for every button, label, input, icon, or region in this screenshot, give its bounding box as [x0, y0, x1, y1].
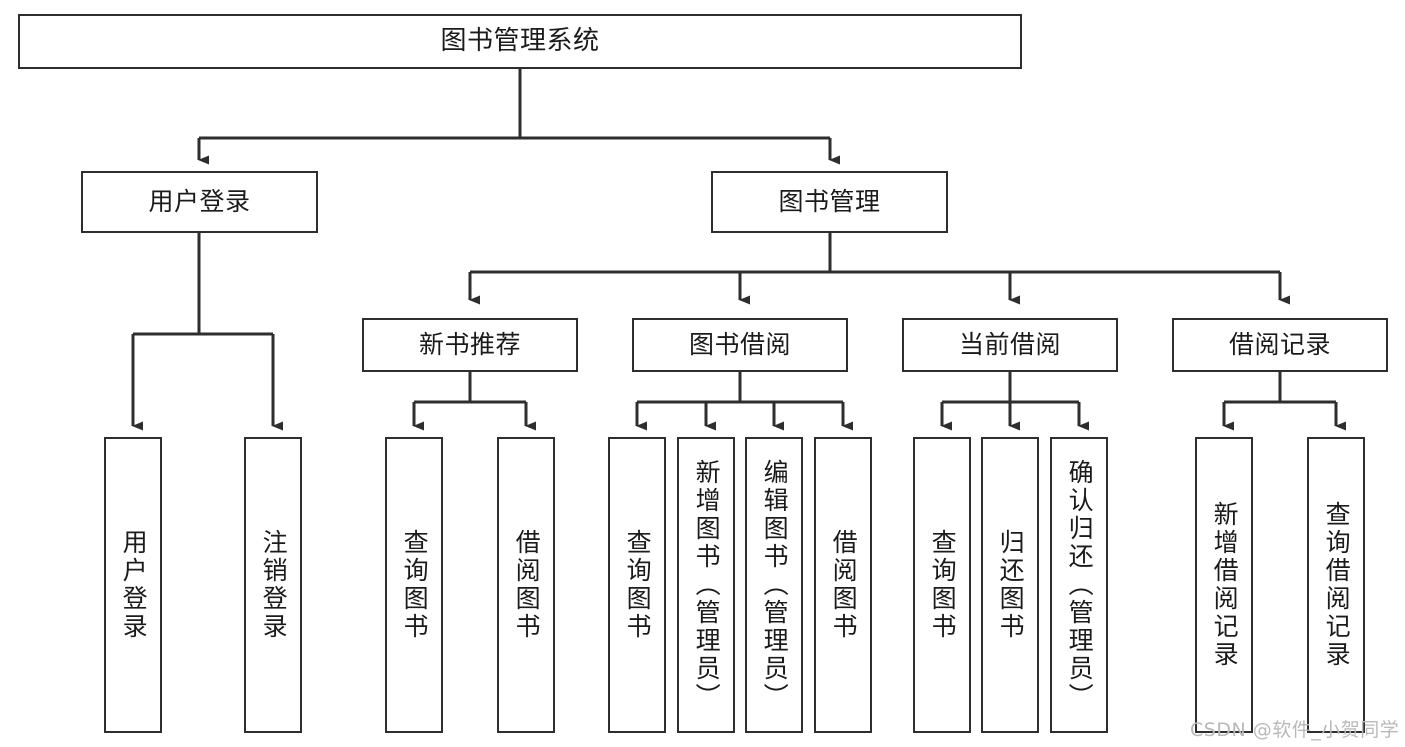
node-user-login[interactable]: 用户登录 [81, 171, 318, 233]
leaf-user-login[interactable]: 用户登录 [104, 437, 162, 733]
node-label: 当前借阅 [958, 330, 1061, 360]
node-label: 查询图书 [928, 529, 958, 641]
node-label: 确认归还（管理员） [1065, 459, 1095, 711]
node-label: 用户登录 [148, 187, 251, 217]
node-label: 查询借阅记录 [1322, 501, 1352, 669]
csdn-watermark: CSDN @软件_小贺同学 [1190, 719, 1400, 741]
node-label: 注销登录 [259, 529, 289, 641]
node-borrow-record[interactable]: 借阅记录 [1172, 318, 1388, 372]
leaf-borrow-book-recommend[interactable]: 借阅图书 [497, 437, 555, 733]
leaf-logout-login[interactable]: 注销登录 [244, 437, 302, 733]
leaf-return-book[interactable]: 归还图书 [981, 437, 1039, 733]
node-label: 查询图书 [623, 529, 653, 641]
node-book-borrow[interactable]: 图书借阅 [632, 318, 848, 372]
leaf-query-book-borrow[interactable]: 查询图书 [608, 437, 666, 733]
node-current-borrow[interactable]: 当前借阅 [902, 318, 1118, 372]
leaf-query-borrow-record[interactable]: 查询借阅记录 [1307, 437, 1365, 733]
leaf-confirm-return-admin[interactable]: 确认归还（管理员） [1050, 437, 1108, 733]
leaf-add-borrow-record[interactable]: 新增借阅记录 [1195, 437, 1253, 733]
node-book-manage[interactable]: 图书管理 [711, 171, 948, 233]
node-label: 编辑图书（管理员） [760, 459, 790, 711]
node-label: 借阅记录 [1228, 330, 1331, 360]
node-label: 查询图书 [400, 529, 430, 641]
node-label: 图书借阅 [688, 330, 791, 360]
leaf-borrow-book-borrow[interactable]: 借阅图书 [814, 437, 872, 733]
leaf-query-book-current[interactable]: 查询图书 [913, 437, 971, 733]
node-label: 新书推荐 [418, 330, 521, 360]
leaf-add-book-admin[interactable]: 新增图书（管理员） [677, 437, 735, 733]
node-label: 新增图书（管理员） [692, 459, 722, 711]
node-label: 借阅图书 [512, 529, 542, 641]
leaf-query-book-recommend[interactable]: 查询图书 [385, 437, 443, 733]
node-label: 新增借阅记录 [1210, 501, 1240, 669]
node-label: 用户登录 [119, 529, 149, 641]
leaf-edit-book-admin[interactable]: 编辑图书（管理员） [745, 437, 803, 733]
node-label: 借阅图书 [829, 529, 859, 641]
node-label: 归还图书 [996, 529, 1026, 641]
node-label: 图书管理 [778, 187, 881, 217]
node-new-book-recommend[interactable]: 新书推荐 [362, 318, 578, 372]
node-label: 图书管理系统 [440, 26, 600, 57]
node-root-system[interactable]: 图书管理系统 [18, 14, 1022, 69]
